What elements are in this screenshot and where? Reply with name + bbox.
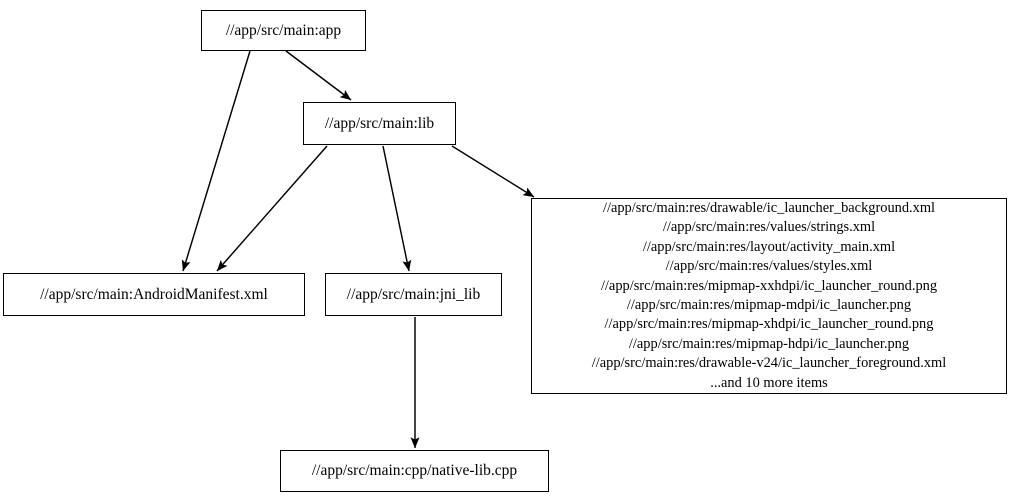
graph-node-lib[interactable]: //app/src/main:lib bbox=[303, 102, 456, 145]
graph-edge-lib-to-resources bbox=[451, 145, 535, 198]
graph-node-native-lib-cpp[interactable]: //app/src/main:cpp/native-lib.cpp bbox=[280, 450, 549, 492]
graph-node-label: //app/src/main:cpp/native-lib.cpp bbox=[311, 462, 518, 480]
graph-node-label: //app/src/main:res/drawable/ic_launcher_… bbox=[591, 199, 947, 391]
graph-node-resources[interactable]: //app/src/main:res/drawable/ic_launcher_… bbox=[531, 198, 1007, 394]
graph-node-app[interactable]: //app/src/main:app bbox=[201, 10, 366, 51]
graph-node-label: //app/src/main:app bbox=[225, 21, 342, 39]
graph-node-label: //app/src/main:lib bbox=[324, 114, 435, 132]
graph-node-jni-lib[interactable]: //app/src/main:jni_lib bbox=[325, 273, 502, 316]
graph-edge-app-to-android-manifest bbox=[181, 50, 251, 272]
graph-edge-app-to-lib bbox=[285, 50, 352, 101]
graph-node-label: //app/src/main:AndroidManifest.xml bbox=[40, 285, 268, 303]
graph-node-label: //app/src/main:jni_lib bbox=[346, 285, 481, 303]
graph-edge-lib-to-android-manifest bbox=[216, 145, 328, 272]
graph-edge-lib-to-jni-lib bbox=[382, 145, 412, 272]
graph-node-android-manifest[interactable]: //app/src/main:AndroidManifest.xml bbox=[3, 273, 305, 316]
